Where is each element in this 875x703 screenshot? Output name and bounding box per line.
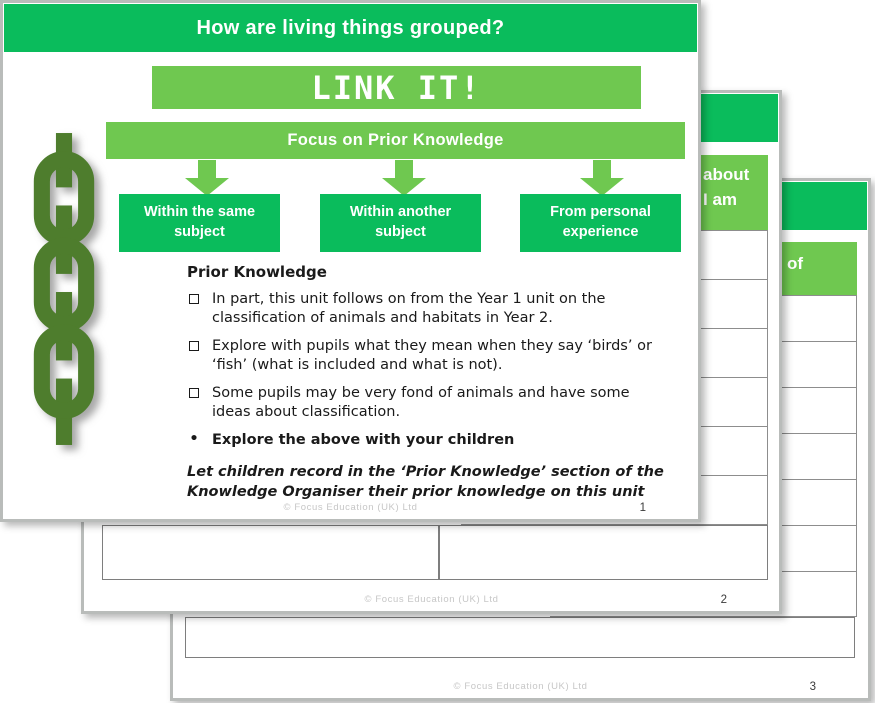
bullet-item: Explore with pupils what they mean when … [187,337,672,375]
option-box-another-subject: Within another subject [320,194,481,252]
bullet-line: ideas about classification. [212,404,401,420]
slide-page-1: How are living things grouped? LINK IT! … [0,0,701,522]
slide2-copyright: © Focus Education (UK) Ltd [364,594,499,605]
slide3-cell-text-fragment: of [787,254,804,273]
option-box-label: Within another subject [349,204,452,240]
checkbox-bullet-icon [189,388,199,398]
bullet-item: Some pupils may be very fond of animals … [187,384,672,422]
arrow-down-icon [382,160,426,196]
note-line: Let children record in the ‘Prior Knowle… [187,464,664,480]
action-bullet-text: Explore the above with your children [212,432,515,448]
arrow-down-icon [185,160,229,196]
option-box-label: From personal experience [550,204,651,240]
slide2-cell-text-fragment-2: I am [703,190,738,209]
chain-icon [33,133,95,445]
bullet-line: ‘fish’ (what is included and what is not… [212,357,503,373]
option-box-personal-experience: From personal experience [520,194,681,252]
bullet-line: In part, this unit follows on from the Y… [212,291,606,307]
bullet-line: Some pupils may be very fond of animals … [212,385,630,401]
checkbox-bullet-icon [189,341,199,351]
option-box-same-subject: Within the same subject [119,194,280,252]
slide-title-bar: How are living things grouped? [4,4,697,52]
link-it-label: LINK IT! [311,68,482,107]
body-text-block: Prior Knowledge In part, this unit follo… [187,263,672,502]
bullet-line: Explore with pupils what they mean when … [212,338,652,354]
link-it-banner: LINK IT! [152,66,641,109]
bullet-item: In part, this unit follows on from the Y… [187,290,672,328]
option-box-label: Within the same subject [143,204,256,240]
slide1-page-number: 1 [639,502,646,514]
note-line: Knowledge Organiser their prior knowledg… [187,484,645,500]
focus-bar: Focus on Prior Knowledge [106,122,685,159]
slide-title: How are living things grouped? [196,16,505,39]
dot-bullet-icon: • [189,431,199,447]
bullet-line: classification of animals and habitats i… [212,310,553,326]
body-heading: Prior Knowledge [187,263,327,281]
focus-bar-label: Focus on Prior Knowledge [287,131,504,149]
column-divider [438,526,440,579]
slide3-page-number: 3 [809,681,816,693]
italic-note: Let children record in the ‘Prior Knowle… [187,462,672,502]
slide1-copyright: © Focus Education (UK) Ltd [283,502,418,513]
checkbox-bullet-icon [189,294,199,304]
action-bullet-item: • Explore the above with your children [187,431,672,450]
slide2-bottom-two-column-box [102,525,768,580]
slide2-cell-text-fragment-1: about [703,165,750,184]
slide3-copyright: © Focus Education (UK) Ltd [453,681,588,692]
slide2-page-number: 2 [720,594,727,606]
arrow-down-icon [580,160,624,196]
slide3-bottom-box [185,617,855,658]
